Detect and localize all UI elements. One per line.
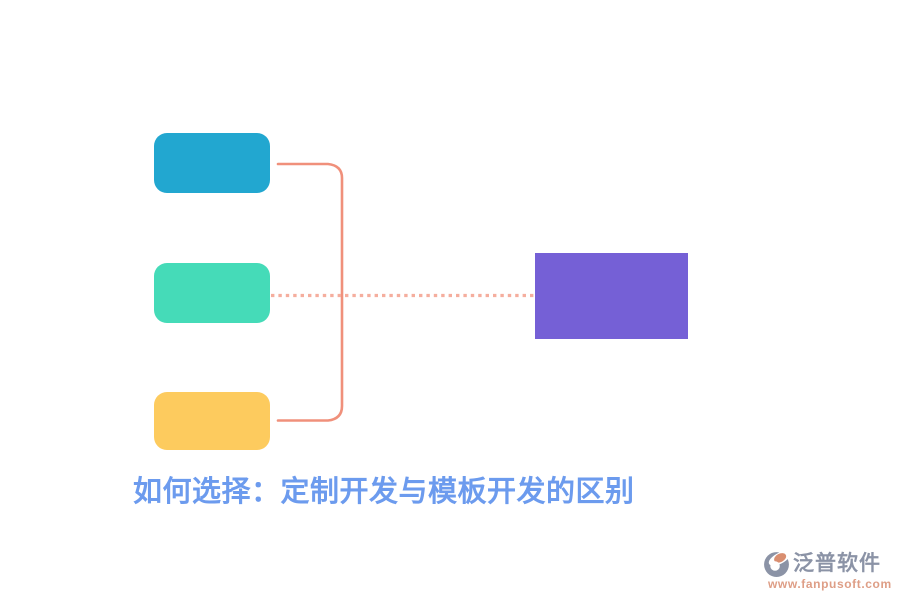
watermark-row: 泛普软件 [762, 549, 881, 578]
brand-watermark: 泛普软件 www.fanpusoft.com [762, 549, 892, 591]
root-node [535, 253, 688, 339]
watermark-brand-text: 泛普软件 [793, 551, 881, 575]
fanpu-logo-icon [764, 550, 791, 577]
bracket-connector [276, 162, 344, 422]
branch-node-middle [154, 263, 270, 323]
branch-node-top [154, 133, 270, 193]
branch-node-bottom [154, 392, 270, 450]
watermark-url-text: www.fanpusoft.com [768, 577, 892, 591]
page-title: 如何选择：定制开发与模板开发的区别 [133, 476, 635, 508]
